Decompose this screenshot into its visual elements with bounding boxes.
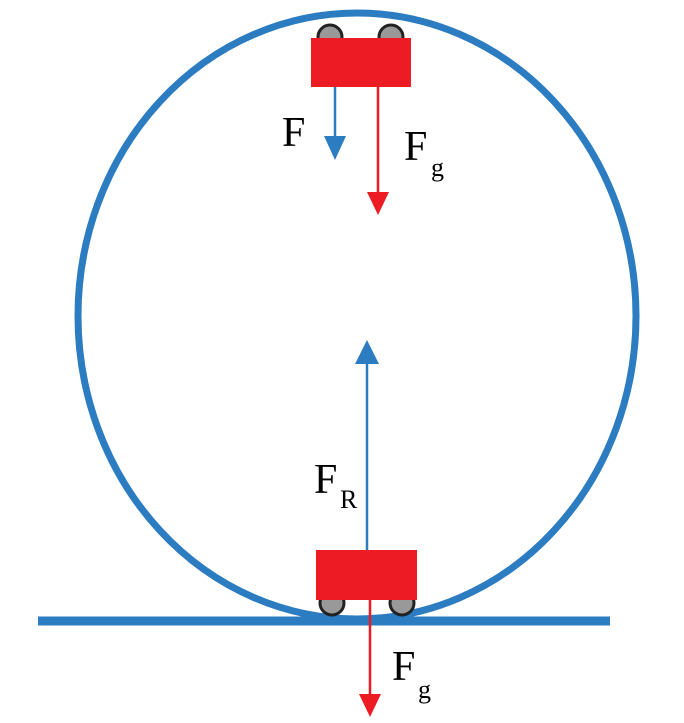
resultant-label-sub: R (340, 485, 358, 514)
top-force-label-main: F (282, 110, 305, 156)
top-gravity-label-sub: g (431, 153, 444, 182)
resultant-label: F R (314, 457, 358, 514)
top-force-arrow (324, 87, 346, 160)
resultant-label-main: F (314, 457, 337, 503)
bottom-gravity-arrow (359, 600, 381, 717)
top-gravity-arrow (367, 87, 389, 215)
bottom-gravity-label-main: F (392, 644, 415, 690)
bottom-cart-body (316, 550, 417, 600)
top-cart-body (311, 38, 411, 87)
bottom-gravity-label-sub: g (418, 675, 431, 704)
bottom-cart (316, 550, 417, 617)
top-force-label: F (282, 110, 305, 156)
top-gravity-label-main: F (404, 124, 427, 170)
top-gravity-label: F g (404, 124, 444, 182)
loop-track (74, 9, 640, 623)
resultant-force-arrow (355, 340, 379, 550)
top-cart (311, 23, 411, 87)
bottom-gravity-label: F g (392, 644, 431, 704)
